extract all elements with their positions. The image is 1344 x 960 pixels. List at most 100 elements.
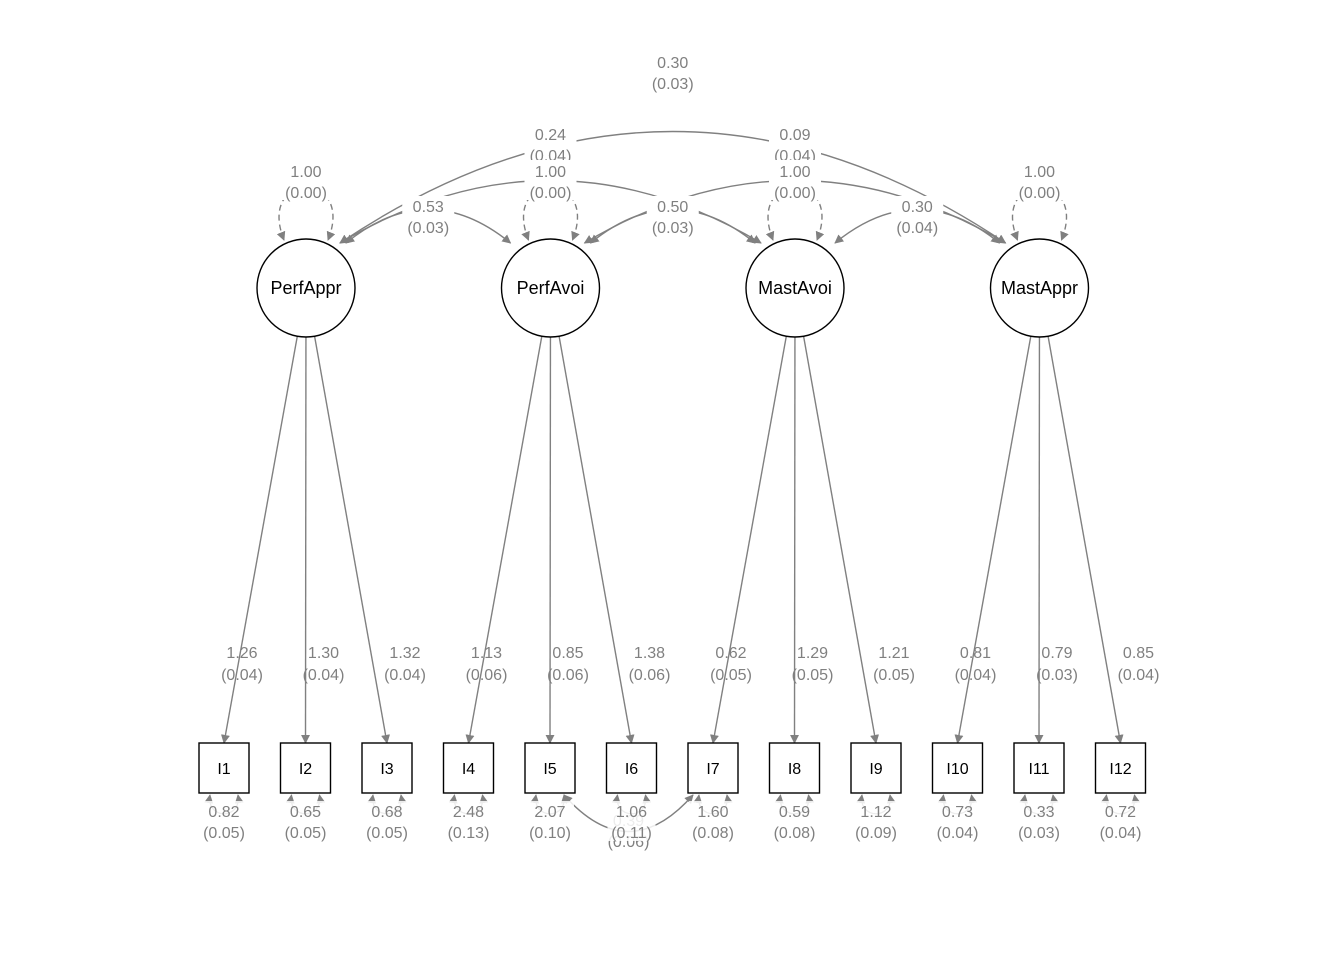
variance-loop-PerfAvoi — [521, 186, 580, 241]
covariance-estimate: 0.30 — [657, 55, 688, 72]
loading-estimate: 1.38 — [634, 645, 665, 662]
covariance-arc-PerfAppr-MastAppr — [339, 130, 1007, 244]
loading-estimate: 1.30 — [308, 645, 339, 662]
item-label: I3 — [380, 761, 393, 778]
variance-se: (0.00) — [1019, 185, 1061, 202]
residual-estimate: 0.68 — [371, 804, 402, 821]
loading-se: (0.04) — [221, 667, 263, 684]
label-background — [933, 801, 982, 841]
residual-se: (0.13) — [448, 825, 490, 842]
covariance-estimate: 0.09 — [779, 127, 810, 144]
residual-estimate: 2.07 — [534, 804, 565, 821]
loading-arrow-MastAppr-I10 — [954, 336, 1032, 744]
item-node-I5 — [524, 742, 576, 794]
variance-loop-MastAppr — [1010, 186, 1069, 241]
loading-se: (0.05) — [710, 667, 752, 684]
covariance-estimate: 0.50 — [657, 199, 688, 216]
residual-estimate: 0.65 — [290, 804, 321, 821]
label-background — [646, 52, 699, 92]
label-background — [444, 801, 493, 841]
variance-loop-PerfAppr — [276, 186, 336, 241]
loading-se: (0.04) — [1118, 667, 1160, 684]
covariance-se: (0.03) — [652, 220, 694, 237]
variance-estimate: 1.00 — [290, 164, 321, 181]
label-background — [689, 801, 737, 841]
loading-se: (0.04) — [384, 667, 426, 684]
loading-se: (0.06) — [547, 667, 589, 684]
variance-estimate: 1.00 — [535, 164, 566, 181]
loading-se: (0.06) — [629, 667, 671, 684]
loading-estimate: 0.85 — [1123, 645, 1154, 662]
residual-estimate: 0.72 — [1105, 804, 1136, 821]
residual-se: (0.08) — [692, 825, 734, 842]
item-label: I8 — [788, 761, 801, 778]
loading-estimate: 0.79 — [1041, 645, 1072, 662]
variance-se: (0.00) — [774, 185, 816, 202]
loading-arrow-MastAppr-I12 — [1047, 336, 1124, 744]
variance-se: (0.00) — [285, 185, 327, 202]
latent-node-PerfAvoi — [500, 238, 601, 338]
loading-se: (0.05) — [873, 667, 915, 684]
item-label: I5 — [543, 761, 556, 778]
label-background — [280, 160, 332, 200]
estimate-labels-layer: 1.26 (0.04) 1.30 (0.04) 1.32 (0.04) 1.13 (0.06)… — [200, 52, 1159, 851]
latent-label: MastAppr — [1001, 278, 1078, 298]
item-node-I7 — [687, 742, 739, 794]
loading-arrow-PerfAppr-I3 — [313, 336, 391, 744]
item-node-I3 — [361, 742, 413, 794]
variance-loop-MastAvoi — [765, 186, 825, 241]
residual-se: (0.03) — [1018, 825, 1060, 842]
item-label: I7 — [706, 761, 719, 778]
item-node-I8 — [768, 742, 821, 794]
residual-se: (0.05) — [366, 825, 408, 842]
label-background — [646, 196, 699, 236]
label-background — [402, 196, 455, 236]
loading-estimate: 1.29 — [797, 645, 828, 662]
latent-node-PerfAppr — [256, 238, 356, 338]
item-node-I4 — [442, 742, 495, 794]
item-label: I10 — [946, 761, 968, 778]
label-background — [1096, 801, 1145, 841]
loading-estimate: 1.13 — [471, 645, 502, 662]
item-label: I6 — [625, 761, 638, 778]
latent-node-MastAvoi — [745, 238, 845, 338]
variance-se: (0.00) — [530, 185, 572, 202]
label-background — [1013, 160, 1066, 200]
item-node-I11 — [1013, 742, 1065, 794]
item-label: I2 — [299, 761, 312, 778]
loading-estimate: 0.85 — [552, 645, 583, 662]
label-background — [363, 801, 411, 841]
covariance-estimate: 0.24 — [535, 127, 566, 144]
residual-se: (0.08) — [774, 825, 816, 842]
loading-estimate: 1.26 — [226, 645, 257, 662]
label-background — [524, 124, 577, 164]
loading-arrow-MastAvoi-I7 — [710, 336, 787, 744]
label-background — [607, 801, 656, 841]
item-label: I11 — [1028, 761, 1049, 778]
covariance-estimate: 0.53 — [413, 199, 444, 216]
item-node-I1 — [198, 742, 250, 794]
loading-arrow-MastAvoi-I9 — [802, 336, 880, 744]
covariance-se: (0.04) — [896, 220, 938, 237]
loading-se: (0.04) — [303, 667, 345, 684]
item-node-I6 — [605, 742, 658, 794]
loading-estimate: 0.62 — [715, 645, 746, 662]
variance-estimate: 1.00 — [779, 164, 810, 181]
item-node-I2 — [279, 742, 332, 794]
residual-se: (0.04) — [937, 825, 979, 842]
covariance-se: (0.03) — [652, 76, 694, 93]
covariance-se: (0.03) — [407, 220, 449, 237]
latent-label: PerfAppr — [270, 278, 341, 298]
loading-estimate: 1.21 — [878, 645, 909, 662]
loading-estimate: 1.32 — [389, 645, 420, 662]
residual-estimate: 0.33 — [1023, 804, 1054, 821]
residual-estimate: 1.12 — [860, 804, 891, 821]
item-node-I10 — [931, 742, 984, 794]
loading-se: (0.05) — [792, 667, 834, 684]
latent-label: PerfAvoi — [517, 278, 585, 298]
loading-se: (0.04) — [955, 667, 997, 684]
residual-se: (0.10) — [529, 825, 571, 842]
label-background — [200, 801, 248, 841]
